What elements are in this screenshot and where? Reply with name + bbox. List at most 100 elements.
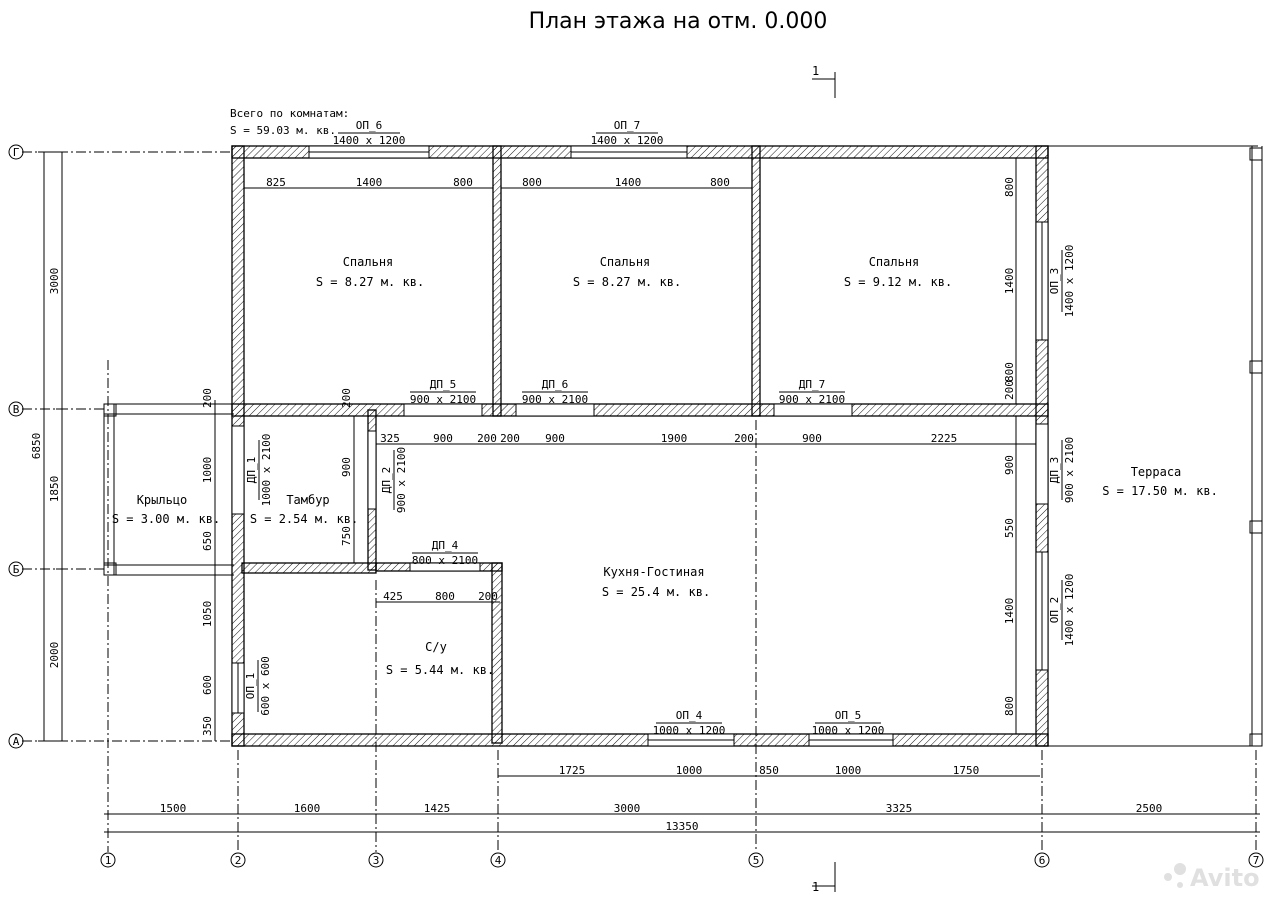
dim-inner-row: 325 900 200 200 900 1900 200 900 2225 [380,432,957,445]
svg-text:200: 200 [201,388,214,408]
svg-text:200: 200 [340,388,353,408]
svg-text:1: 1 [105,854,112,867]
axis-bubble-3: 3 [368,852,384,868]
svg-text:1000 х 1200: 1000 х 1200 [812,724,885,737]
svg-text:1400: 1400 [615,176,642,189]
porch-outline [103,403,234,576]
svg-text:ДП_7: ДП_7 [799,378,826,391]
svg-text:1500: 1500 [160,802,187,815]
opening-op2: ОП_2 1400 х 1200 [1048,574,1076,647]
axis-bubble-5: 5 [748,852,764,868]
opening-dp5: ДП_5 900 х 2100 [410,378,476,406]
opening-dp6: ДП_6 900 х 2100 [522,378,588,406]
terrace-outline [1046,145,1263,747]
svg-text:800: 800 [1003,362,1016,382]
room-area-bedroom-3: S = 9.12 м. кв. [844,275,952,289]
room-name-bedroom-3: Спальня [869,255,920,269]
dim-axis-spans: 1500 1600 1425 3000 3325 2500 13350 [160,802,1163,833]
svg-text:ДП_3: ДП_3 [1048,457,1061,484]
axis-bubble-1: 1 [100,852,116,868]
svg-text:3325: 3325 [886,802,913,815]
svg-text:800: 800 [1003,696,1016,716]
room-area-wc: S = 5.44 м. кв. [386,663,494,677]
opening-dp1: ДП_1 1000 х 2100 [245,434,273,507]
room-name-wc: С/у [425,640,447,654]
svg-text:600 х 600: 600 х 600 [259,656,272,716]
svg-text:1400: 1400 [356,176,383,189]
svg-text:ОП_4: ОП_4 [676,709,703,722]
door-openings [231,403,853,572]
dim-wc-row: 425 800 200 [383,590,498,603]
dim-bottom-windows: 1725 1000 850 1000 1750 [559,764,980,777]
dim-overall-width: 13350 [665,820,698,833]
svg-text:ДП_2: ДП_2 [380,467,393,494]
axis-bubble-4: 4 [490,852,506,868]
opening-dp2: ДП_2 900 х 2100 [380,447,408,513]
axis-bubble-v: В [8,401,24,417]
svg-text:1400 х 1200: 1400 х 1200 [1063,574,1076,647]
svg-text:1050: 1050 [201,601,214,628]
svg-text:850: 850 [759,764,779,777]
svg-text:1000: 1000 [835,764,862,777]
svg-text:1000: 1000 [201,457,214,484]
svg-text:350: 350 [201,716,214,736]
svg-text:ДП_1: ДП_1 [245,457,258,484]
svg-text:825: 825 [266,176,286,189]
svg-text:200: 200 [1003,380,1016,400]
room-area-porch: S = 3.00 м. кв. [112,512,220,526]
opening-dp4: ДП_4 800 х 2100 [412,539,478,567]
room-area-terrace: S = 17.50 м. кв. [1102,484,1218,498]
svg-text:ДП_4: ДП_4 [432,539,459,552]
svg-text:ОП_6: ОП_6 [356,119,383,132]
svg-text:2500: 2500 [1136,802,1163,815]
room-name-porch: Крыльцо [137,493,188,507]
svg-text:2000: 2000 [48,642,61,669]
total-area: S = 59.03 м. кв. [230,124,336,137]
total-label: Всего по комнатам: [230,107,349,120]
svg-text:В: В [13,403,20,416]
section-mark-bottom: 1 [812,862,836,894]
svg-text:900 х 2100: 900 х 2100 [1063,437,1076,503]
room-area-kitchen-living: S = 25.4 м. кв. [602,585,710,599]
svg-text:1400: 1400 [1003,268,1016,295]
svg-text:200: 200 [478,590,498,603]
opening-op3: ОП_3 1400 х 1200 [1048,245,1076,318]
watermark-text: Avito [1190,864,1260,892]
svg-text:1400 х 1200: 1400 х 1200 [1063,245,1076,318]
axis-bubble-a: А [8,733,24,749]
opening-dp7: ДП_7 900 х 2100 [779,378,845,406]
svg-text:900: 900 [802,432,822,445]
axis-bubble-2: 2 [230,852,246,868]
svg-text:А: А [13,735,20,748]
svg-text:3000: 3000 [48,268,61,295]
opening-dp3: ДП_3 900 х 2100 [1048,437,1076,503]
svg-text:6: 6 [1039,854,1046,867]
svg-text:ДП_6: ДП_6 [542,378,569,391]
svg-text:ДП_5: ДП_5 [430,378,457,391]
dim-tambur-side: 200 900 750 [340,388,353,546]
svg-text:800: 800 [1003,177,1016,197]
room-name-vestibule: Тамбур [286,493,329,507]
svg-text:425: 425 [383,590,403,603]
svg-text:Г: Г [13,146,20,159]
interior-dim-lines [244,158,1040,777]
svg-text:1725: 1725 [559,764,586,777]
svg-text:200: 200 [734,432,754,445]
opening-op7: ОП_7 1400 х 1200 [591,119,664,147]
room-name-terrace: Терраса [1131,465,1182,479]
svg-text:800: 800 [435,590,455,603]
svg-text:1400 х 1200: 1400 х 1200 [333,134,406,147]
svg-text:900 х 2100: 900 х 2100 [522,393,588,406]
svg-text:325: 325 [380,432,400,445]
svg-text:1425: 1425 [424,802,451,815]
svg-text:ОП_1: ОП_1 [244,673,257,700]
svg-text:3000: 3000 [614,802,641,815]
dim-right-side: 800 1400 200 800 900 550 1400 800 [1003,177,1016,716]
svg-text:600: 600 [201,675,214,695]
section-mark-bottom-label: 1 [812,880,819,894]
svg-text:1000 х 2100: 1000 х 2100 [260,434,273,507]
svg-text:5: 5 [753,854,760,867]
svg-text:1000: 1000 [676,764,703,777]
svg-text:3: 3 [373,854,380,867]
